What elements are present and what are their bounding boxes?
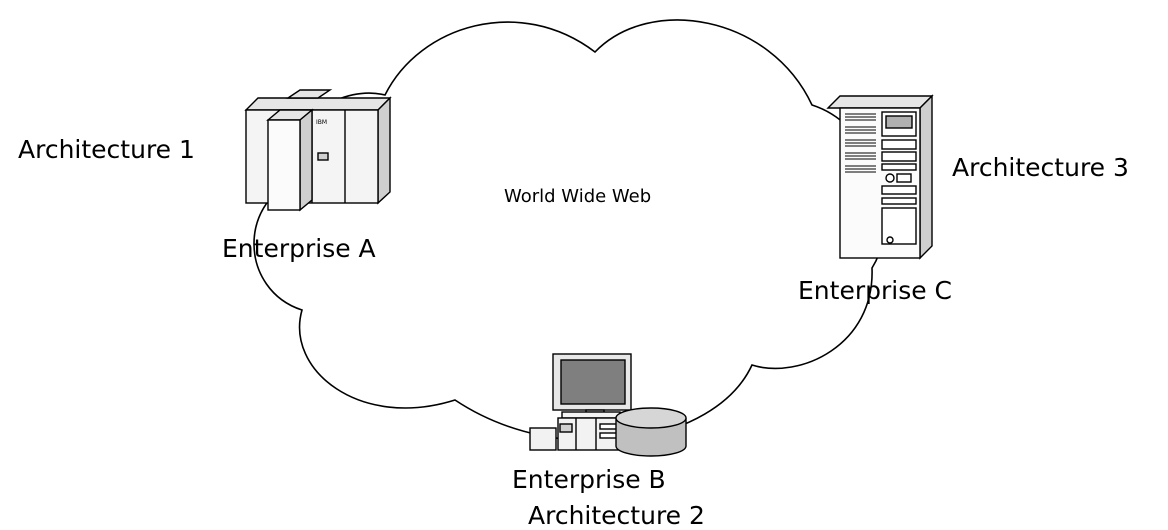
workstation-icon [529,353,687,457]
enterprise-b-label: Enterprise B [512,465,666,494]
enterprise-c-label: Enterprise C [798,276,953,305]
architecture-3-label: Architecture 3 [952,153,1129,182]
architecture-1-label: Architecture 1 [18,135,195,164]
cloud-label: World Wide Web [504,186,652,207]
architecture-2-label: Architecture 2 [528,501,705,530]
www-cloud [253,19,887,442]
tower-server-icon [826,94,934,260]
mainframe-icon: IBM [244,89,392,212]
enterprise-a-label: Enterprise A [222,234,376,263]
svg-text:IBM: IBM [316,119,327,126]
